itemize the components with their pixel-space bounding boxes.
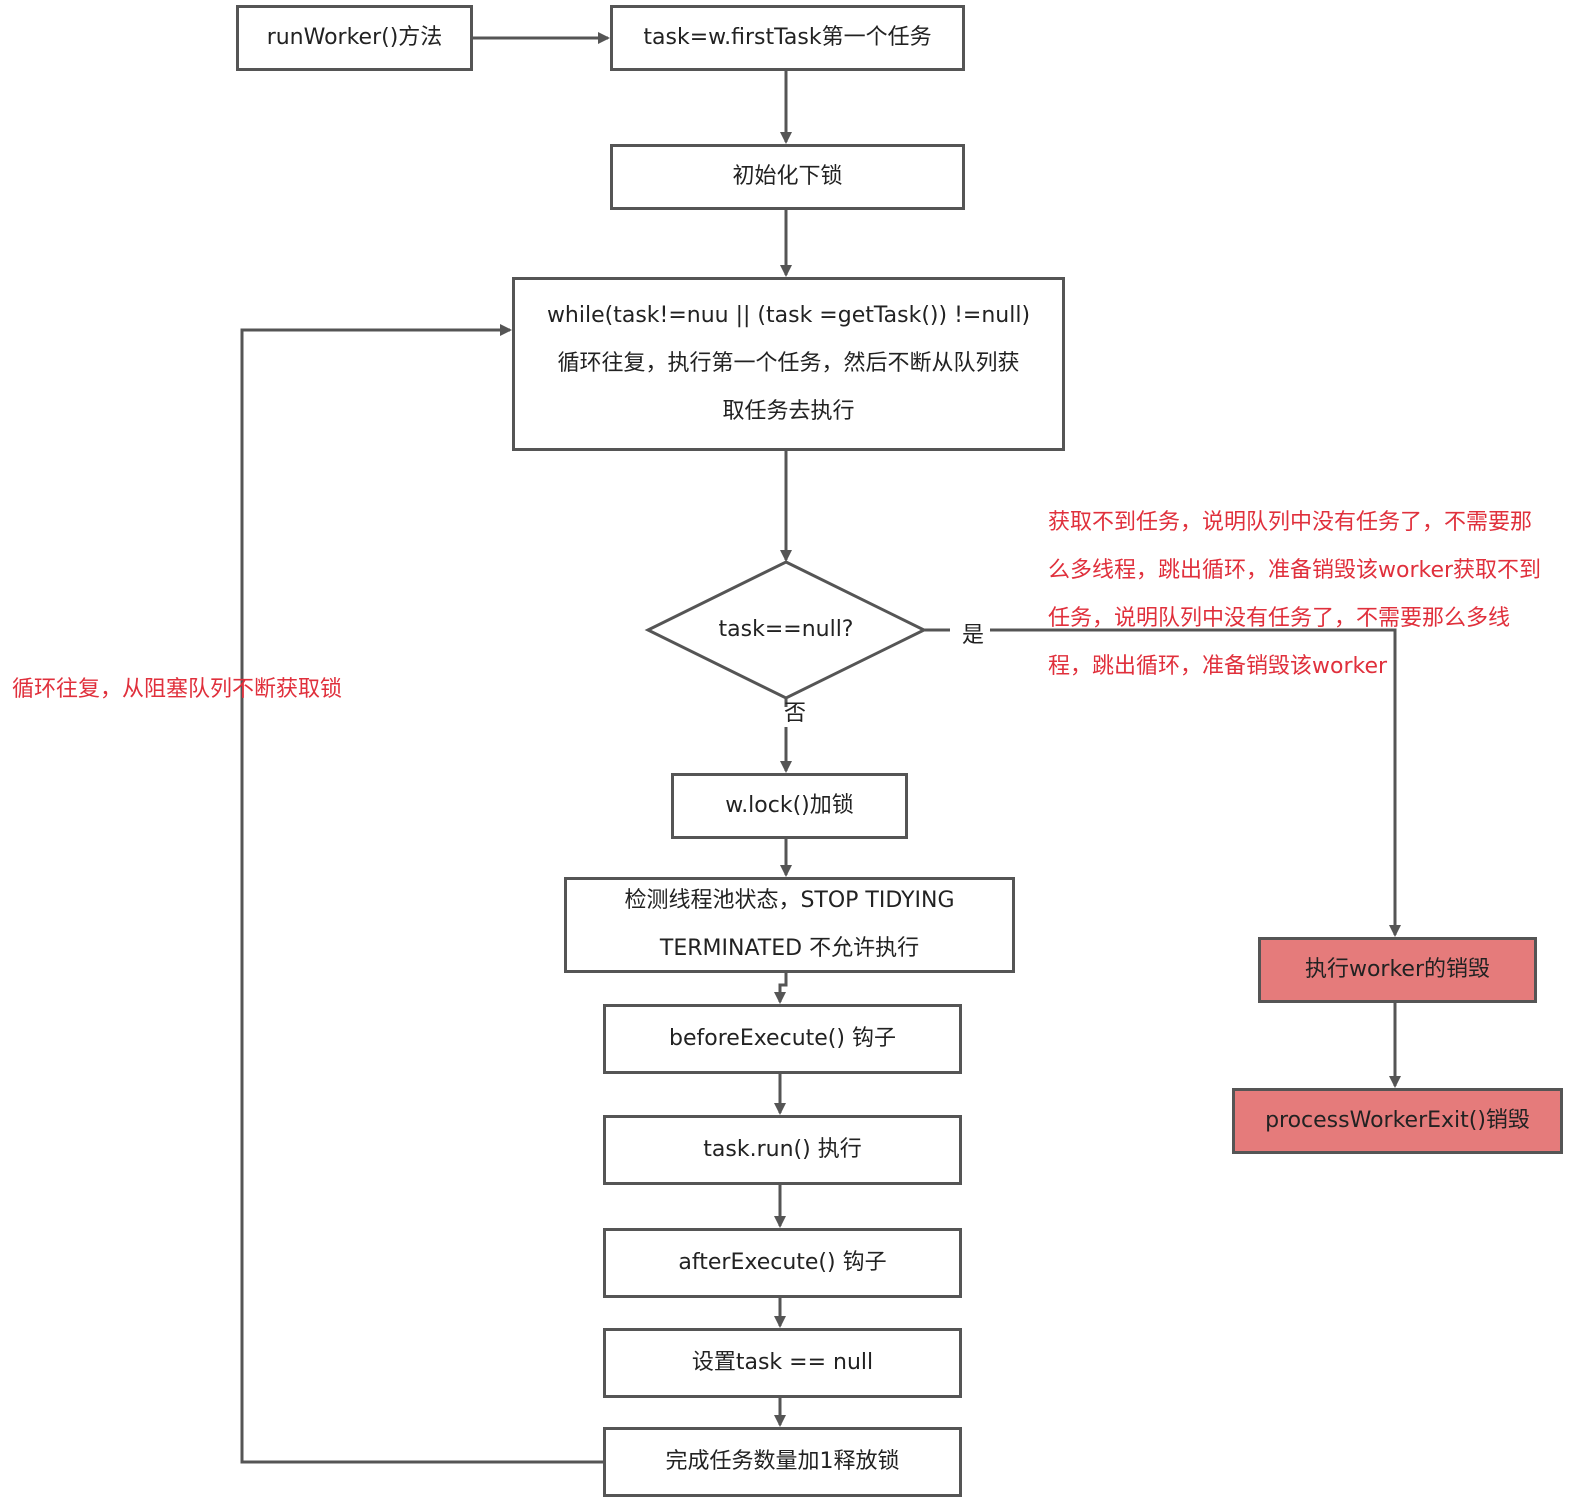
edge-yes-continue <box>990 628 1401 937</box>
exit-note-line3: 任务，说明队列中没有任务了，不需要那么多线 <box>1048 606 1511 631</box>
process-exit-label: processWorkerExit()销毁 <box>1265 1108 1530 1134</box>
exit-note-line4: 程，跳出循环，准备销毁该worker <box>1048 654 1388 679</box>
edge-loop-back <box>240 324 603 1464</box>
while-loop-line2: 循环往复，执行第一个任务，然后不断从队列获 <box>557 351 1020 376</box>
exit-note-line2: 么多线程，跳出循环，准备销毁该worker获取不到 <box>1048 558 1542 583</box>
first-task-node: task=w.firstTask第一个任务 <box>610 5 965 71</box>
decision-diamond <box>644 560 928 700</box>
set-null-node: 设置task == null <box>603 1328 962 1398</box>
run-worker-label: runWorker()方法 <box>266 25 443 51</box>
init-unlock-label: 初始化下锁 <box>732 164 843 190</box>
no-label: 否 <box>784 701 807 726</box>
exec-destroy-node: 执行worker的销毁 <box>1258 937 1537 1003</box>
before-execute-label: beforeExecute() 钩子 <box>669 1026 896 1052</box>
complete-node: 完成任务数量加1释放锁 <box>603 1427 962 1497</box>
exit-note: 获取不到任务，说明队列中没有任务了，不需要那 么多线程，跳出循环，准备销毁该wo… <box>1048 499 1541 691</box>
task-run-label: task.run() 执行 <box>703 1137 862 1163</box>
check-state-line1: 检测线程池状态，STOP TIDYING <box>624 888 955 913</box>
w-lock-label: w.lock()加锁 <box>725 793 854 819</box>
set-null-label: 设置task == null <box>691 1350 874 1376</box>
while-loop-node: while(task!=nuu || (task =getTask()) !=n… <box>512 277 1065 451</box>
init-unlock-node: 初始化下锁 <box>610 144 965 210</box>
before-execute-node: beforeExecute() 钩子 <box>603 1004 962 1074</box>
process-exit-node: processWorkerExit()销毁 <box>1232 1088 1563 1154</box>
edge-check-to-before <box>774 973 788 1004</box>
after-execute-node: afterExecute() 钩子 <box>603 1228 962 1298</box>
exit-note-line1: 获取不到任务，说明队列中没有任务了，不需要那 <box>1048 510 1533 535</box>
w-lock-node: w.lock()加锁 <box>671 773 908 839</box>
exec-destroy-label: 执行worker的销毁 <box>1304 957 1491 983</box>
run-worker-node: runWorker()方法 <box>236 5 473 71</box>
check-state-node: 检测线程池状态，STOP TIDYING TERMINATED 不允许执行 <box>564 877 1015 973</box>
first-task-label: task=w.firstTask第一个任务 <box>643 25 932 51</box>
after-execute-label: afterExecute() 钩子 <box>678 1250 887 1276</box>
check-state-line2: TERMINATED 不允许执行 <box>659 936 920 961</box>
yes-label: 是 <box>962 623 985 648</box>
while-loop-line1: while(task!=nuu || (task =getTask()) !=n… <box>546 303 1031 328</box>
loop-note: 循环往复，从阻塞队列不断获取锁 <box>12 677 343 702</box>
while-loop-line3: 取任务去执行 <box>722 399 855 424</box>
complete-label: 完成任务数量加1释放锁 <box>665 1449 900 1475</box>
decision-label: task==null? <box>718 617 854 642</box>
task-run-node: task.run() 执行 <box>603 1115 962 1185</box>
